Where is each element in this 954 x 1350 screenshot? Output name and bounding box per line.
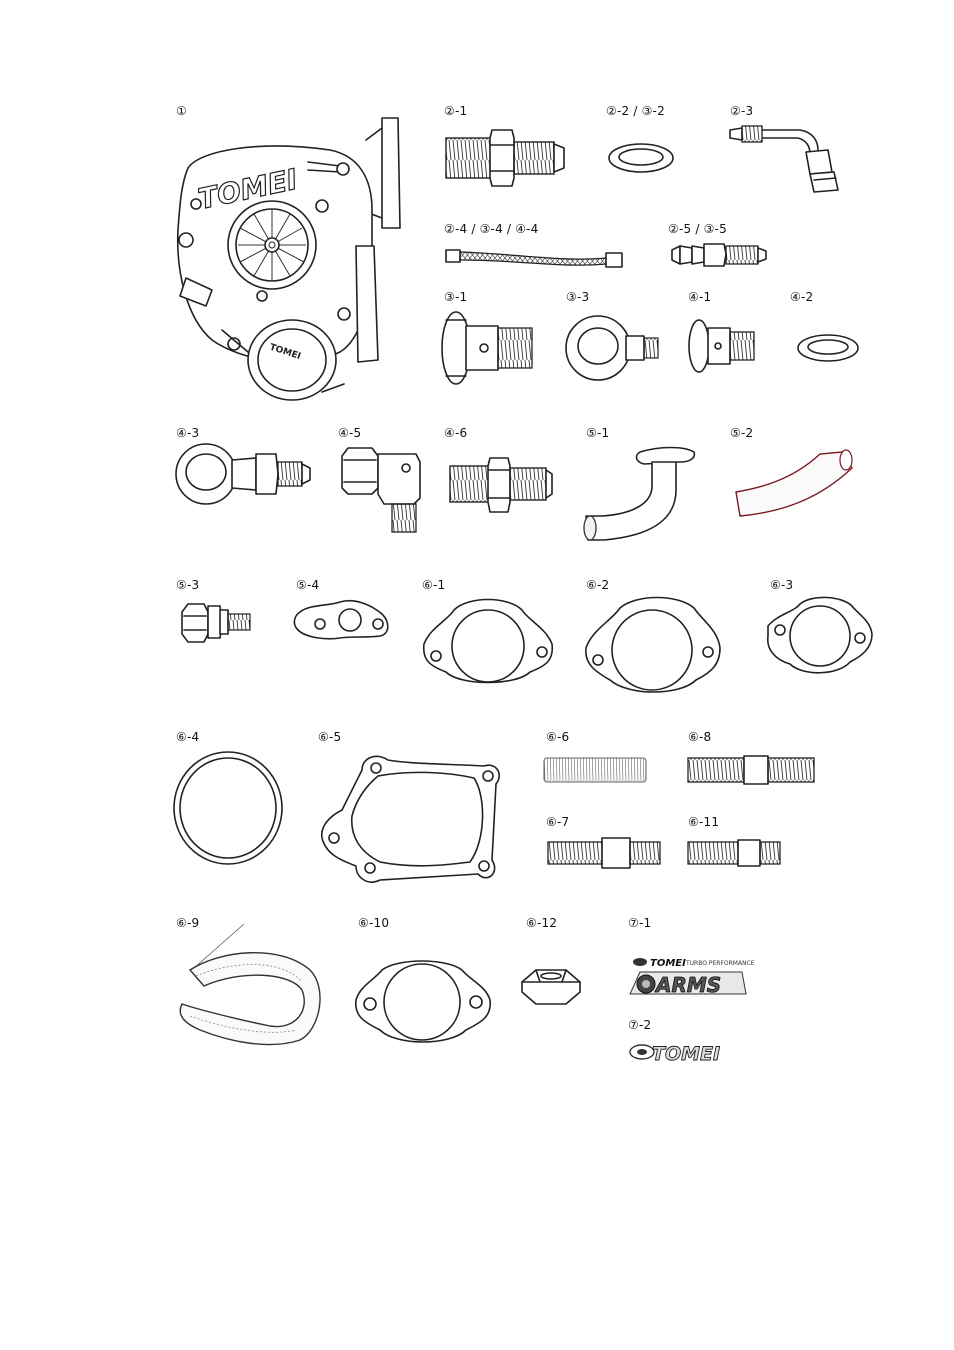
part-7-1-arms-decal: TOMEI TURBO PERFORMANCE ARMS <box>629 958 755 997</box>
label-part-3-3: ③-3 <box>566 290 590 304</box>
part-6-4-ring-gasket <box>173 751 283 865</box>
label-part-5-4: ⑤-4 <box>296 578 320 592</box>
label-part-7-1: ⑦-1 <box>628 916 652 930</box>
label-part-6-6: ⑥-6 <box>546 730 570 744</box>
part-6-5-turbo-flange-gasket <box>320 755 500 883</box>
part-4-6-union-fitting <box>449 457 553 513</box>
label-part-4-5: ④-5 <box>338 426 362 440</box>
label-part-2-3: ②-3 <box>730 104 754 118</box>
part-3-1-banjo-bolt <box>441 311 533 385</box>
part-6-10-flange-gasket <box>355 960 491 1043</box>
label-part-6-3: ⑥-3 <box>770 578 794 592</box>
part-4-2-washer <box>797 334 859 362</box>
label-part-5-2: ⑤-2 <box>730 426 754 440</box>
label-part-6-8: ⑥-8 <box>688 730 712 744</box>
part-5-2-rubber-hose <box>735 449 853 517</box>
part-6-3-flange-gasket <box>766 596 873 674</box>
label-part-6-1: ⑥-1 <box>422 578 446 592</box>
part-6-2-flange-gasket <box>585 596 721 693</box>
part-2-2-copper-washer <box>608 143 674 173</box>
decal-product-text: ARMS <box>654 973 721 997</box>
part-2-5-hose-barb <box>671 243 767 267</box>
part-6-9-heat-wrap <box>179 923 321 1046</box>
label-part-2-2: ②-2 / ③-2 <box>606 104 665 118</box>
part-6-1-flange-gasket <box>422 598 554 684</box>
label-part-2-4: ②-4 / ③-4 / ④-4 <box>444 222 539 236</box>
part-2-1-bulkhead-union <box>445 129 565 187</box>
label-part-5-1: ⑤-1 <box>586 426 610 440</box>
part-6-12-hex-nut <box>521 969 581 1005</box>
label-part-6-11: ⑥-11 <box>688 815 720 829</box>
part-6-8-stud <box>687 755 815 785</box>
part-2-4-braided-hose <box>445 249 623 268</box>
label-part-6-10: ⑥-10 <box>358 916 390 930</box>
part-4-3-banjo-fitting <box>175 443 311 505</box>
part-5-3-hex-bolt <box>181 603 251 643</box>
part-6-11-stud <box>687 839 781 867</box>
part-6-6-stud <box>543 757 647 783</box>
part-5-4-drain-gasket <box>293 599 389 640</box>
label-part-6-7: ⑥-7 <box>546 815 570 829</box>
label-part-4-2: ④-2 <box>790 290 814 304</box>
part-4-5-elbow-fitting <box>341 447 421 533</box>
label-part-2-5: ②-5 / ③-5 <box>668 222 727 236</box>
part-6-7-stud <box>547 837 661 869</box>
label-part-6-12: ⑥-12 <box>526 916 558 930</box>
label-part-1: ① <box>176 104 187 118</box>
label-part-6-5: ⑥-5 <box>318 730 342 744</box>
label-part-6-4: ⑥-4 <box>176 730 200 744</box>
part-2-3-bent-oil-line <box>729 125 839 193</box>
turbocharger-drawing: TOMEI TOMEI <box>176 117 401 401</box>
label-part-4-3: ④-3 <box>176 426 200 440</box>
decal-tomei-text: TOMEI <box>652 1043 720 1065</box>
label-part-7-2: ⑦-2 <box>628 1018 652 1032</box>
label-part-5-3: ⑤-3 <box>176 578 200 592</box>
label-part-4-1: ④-1 <box>688 290 712 304</box>
label-part-2-1: ②-1 <box>444 104 468 118</box>
part-4-1-small-banjo-bolt <box>688 319 755 373</box>
label-part-3-1: ③-1 <box>444 290 468 304</box>
label-part-6-9: ⑥-9 <box>176 916 200 930</box>
label-part-6-2: ⑥-2 <box>586 578 610 592</box>
decal-brand-text: TOMEI <box>650 958 686 969</box>
part-7-2-tomei-decal: TOMEI <box>629 1043 721 1065</box>
part-3-3-banjo-fitting <box>565 315 659 381</box>
part-5-1-oil-return-pipe <box>583 446 696 541</box>
decal-tagline-text: TURBO PERFORMANCE <box>685 960 755 967</box>
label-part-4-6: ④-6 <box>444 426 468 440</box>
